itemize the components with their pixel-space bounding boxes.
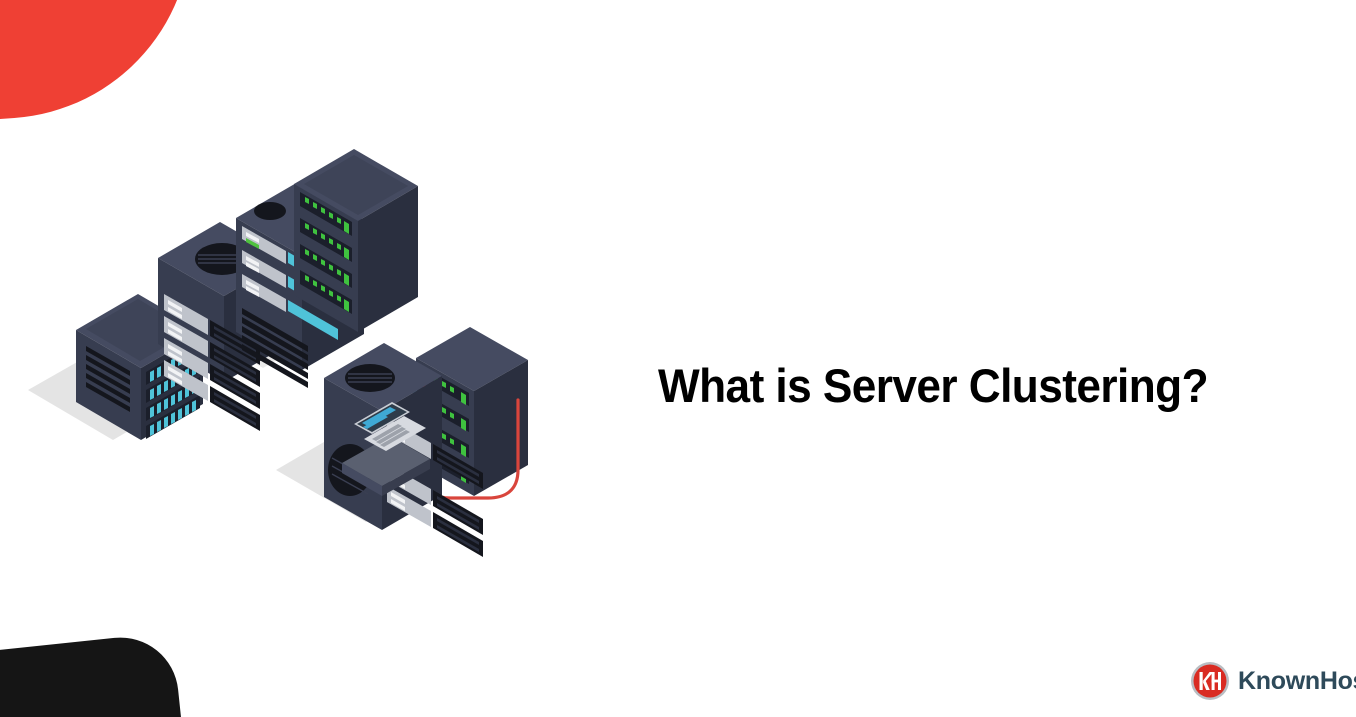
knownhost-monogram-icon (1190, 661, 1230, 701)
server-rack-4 (294, 149, 418, 332)
dark-blob-decoration (0, 631, 187, 717)
page-title: What is Server Clustering? (658, 359, 1209, 413)
brand-name-label: KnownHost (1238, 666, 1356, 695)
brand-logo[interactable]: KnownHost (1190, 661, 1356, 701)
laptop-on-tray (342, 402, 430, 496)
red-blob-decoration (0, 0, 204, 127)
server-rack-1 (76, 294, 203, 440)
server-cluster-illustration (18, 140, 598, 570)
